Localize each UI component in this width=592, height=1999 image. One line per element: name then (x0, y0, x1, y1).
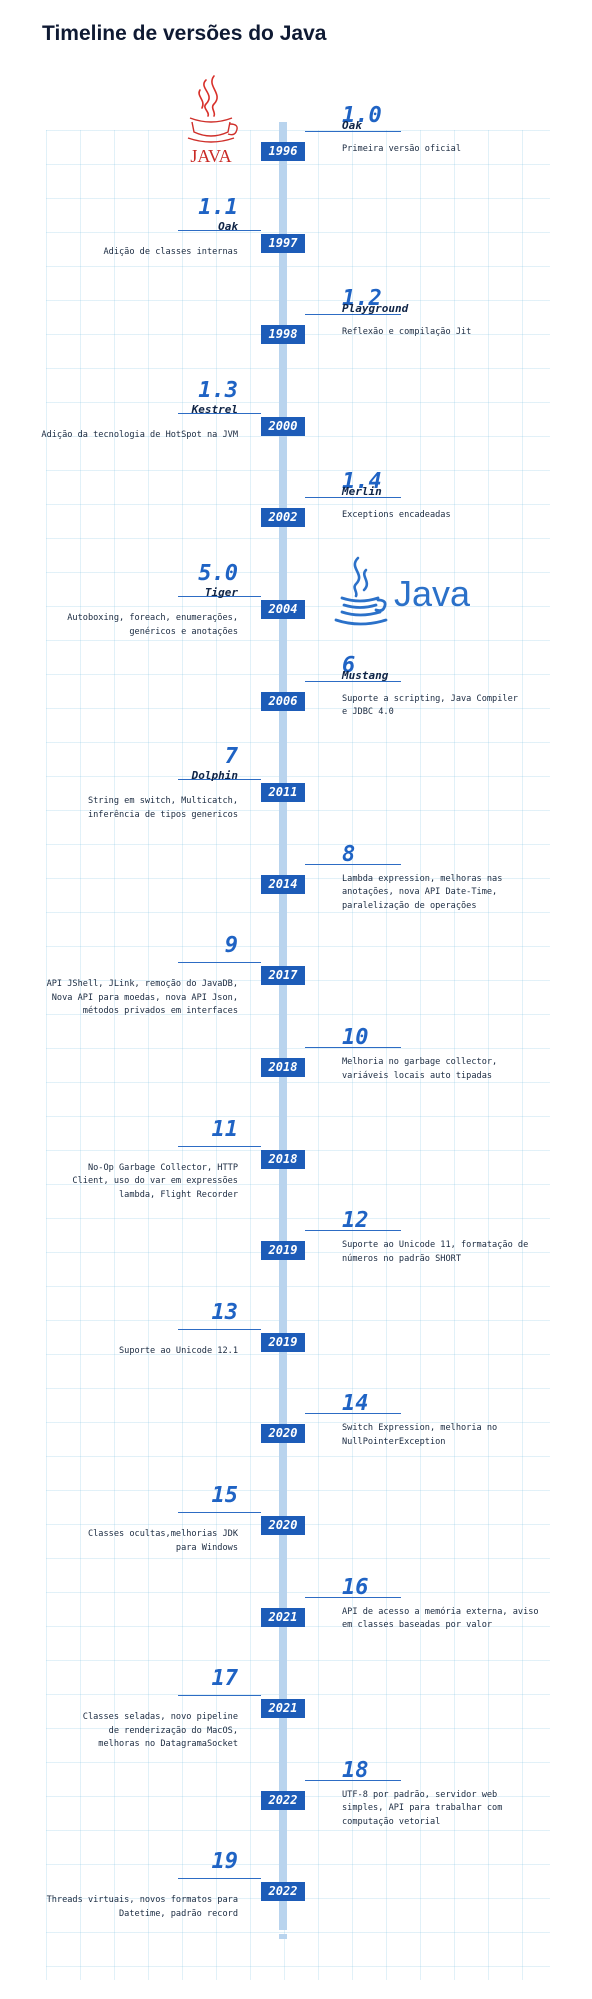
year-badge: 2020 (261, 1516, 305, 1535)
version-description: Reflexão e compilação Jit (342, 327, 472, 338)
version-description: Adição da tecnologia de HotSpot na JVM (41, 429, 238, 440)
year-badge: 2017 (261, 966, 305, 986)
version-description: Classes seladas, novo pipeline de render… (82, 1712, 238, 1750)
year-badge: 2000 (261, 416, 305, 436)
version-codename: Oak (342, 119, 362, 132)
connector-line (178, 1145, 261, 1147)
version-description: Switch Expression, melhoria no NullPoint… (342, 1423, 498, 1447)
version-number: 5.0 (198, 561, 238, 586)
version-description: API de acesso a memória externa, aviso e… (342, 1606, 539, 1631)
java-logo-modern-icon: Java (334, 556, 470, 626)
version-description: Suporte ao Unicode 11, formatação de núm… (342, 1240, 529, 1264)
connector-line (305, 497, 401, 499)
connector-line (178, 1695, 261, 1697)
version-number: 12 (342, 1208, 369, 1234)
version-number: 1.1 (198, 194, 238, 220)
version-description: API JShell, JLink, remoção do JavaDB, No… (46, 979, 238, 1017)
connector-line (178, 596, 261, 597)
version-number: 1.2 (342, 286, 382, 312)
year-badge: 2019 (261, 1241, 305, 1261)
version-description: Lambda expression, melhoras nas anotaçõe… (342, 873, 503, 911)
version-codename: Playground (342, 302, 409, 316)
background-grid (46, 130, 550, 1980)
year-badge: 2014 (261, 874, 305, 894)
version-codename: Merlin (342, 485, 382, 499)
year-badge: 2022 (261, 1882, 305, 1902)
timeline-axis (279, 122, 287, 1930)
year-badge: 2004 (261, 600, 305, 619)
connector-line (178, 1512, 261, 1513)
version-description: Suporte a scripting, Java Compiler e JDB… (342, 693, 518, 718)
version-number: 11 (211, 1116, 239, 1142)
version-description: Suporte ao Unicode 12.1 (119, 1345, 238, 1356)
connector-line (305, 1413, 401, 1415)
version-description: Adição de classes internas (103, 246, 238, 257)
version-description: Exceptions encadeadas (342, 510, 451, 521)
java-logo-modern-text: Java (394, 573, 470, 614)
version-description: String em switch, Multicatch, inferência… (87, 796, 238, 820)
version-codename: Dolphin (191, 769, 238, 783)
connector-line (178, 229, 261, 231)
version-number: 7 (224, 744, 238, 770)
version-number: 1.4 (342, 469, 382, 495)
connector-line (305, 1047, 401, 1048)
connector-line (305, 1230, 401, 1232)
year-badge: 2021 (261, 1699, 305, 1719)
connector-line (178, 412, 261, 414)
version-number: 10 (342, 1025, 369, 1050)
java-logo-classic-icon: JAVA (187, 75, 238, 166)
version-codename: Mustang (342, 668, 389, 682)
version-number: 18 (342, 1757, 369, 1783)
year-badge: 1997 (261, 233, 305, 253)
connector-line (178, 1328, 261, 1330)
version-number: 9 (224, 933, 238, 959)
version-number: 8 (342, 841, 356, 867)
version-number: 1.3 (198, 377, 238, 403)
version-number: 16 (342, 1574, 369, 1600)
year-badge: 2002 (261, 508, 305, 528)
version-description: No-Op Garbage Collector, HTTP Client, us… (72, 1162, 238, 1200)
connector-line (178, 779, 261, 781)
year-badge: 2018 (261, 1058, 305, 1077)
year-badge: 2021 (261, 1607, 305, 1627)
year-badge: 2006 (261, 691, 305, 711)
version-number: 15 (211, 1483, 239, 1508)
connector-line (305, 131, 401, 132)
year-badge: 1998 (261, 325, 305, 345)
version-codename: Oak (218, 219, 238, 233)
version-codename: Tiger (204, 586, 238, 599)
page-title: Timeline de versões do Java (42, 22, 327, 45)
version-description: UTF-8 por padrão, servidor web simples, … (342, 1789, 503, 1827)
year-badge: 2011 (261, 783, 305, 803)
timeline-axis-continuation (279, 1894, 287, 1944)
connector-line (305, 680, 401, 682)
version-number: 6 (342, 652, 356, 678)
version-description: Classes ocultas,melhorias JDK para Windo… (87, 1529, 238, 1553)
version-number: 14 (342, 1391, 369, 1417)
version-codename: Kestrel (191, 402, 238, 416)
connector-line (305, 1596, 401, 1598)
version-number: 19 (211, 1849, 239, 1875)
connector-line (305, 1779, 401, 1781)
version-description: Threads virtuais, novos formatos para Da… (46, 1895, 238, 1919)
year-badge: 1996 (261, 142, 305, 161)
version-number: 1.0 (342, 103, 382, 128)
version-description: Melhoria no garbage collector, variáveis… (342, 1057, 498, 1081)
version-number: 17 (211, 1666, 239, 1692)
java-logo-classic-text: JAVA (190, 146, 231, 166)
year-badge: 2019 (261, 1332, 305, 1352)
connector-line (178, 962, 261, 964)
connector-line (305, 863, 401, 865)
version-description: Primeira versão oficial (342, 144, 461, 154)
connector-line (305, 314, 401, 316)
version-description: Autoboxing, foreach, enumerações, genéri… (67, 613, 238, 637)
year-badge: 2020 (261, 1424, 305, 1444)
year-badge: 2018 (261, 1149, 305, 1169)
year-badge: 2022 (261, 1790, 305, 1810)
connector-line (178, 1878, 261, 1880)
version-number: 13 (211, 1299, 239, 1325)
